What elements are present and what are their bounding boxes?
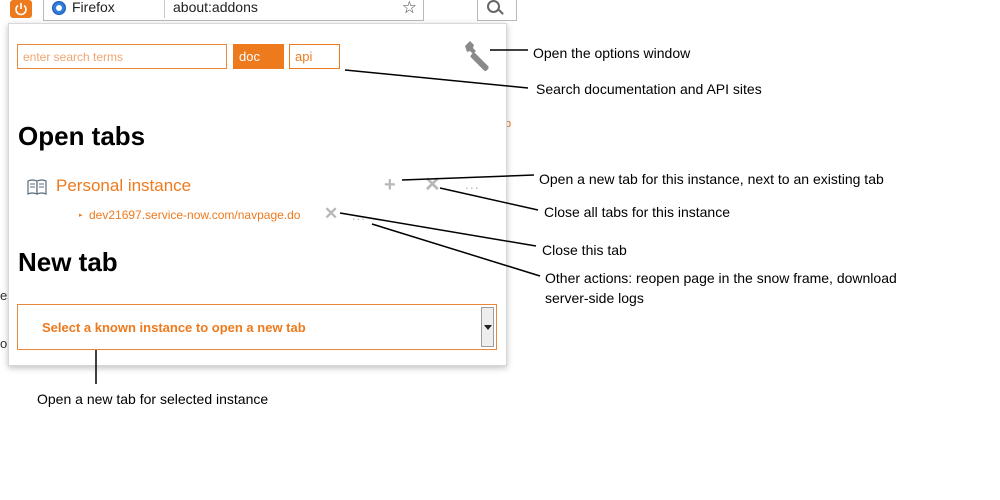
annotation-other-actions-line1: Other actions: reopen page in the snow f… [545, 270, 897, 286]
open-tabs-heading: Open tabs [18, 121, 146, 151]
book-icon [27, 179, 47, 195]
background-fragment: b [505, 118, 512, 130]
annotation-search: Search documentation and API sites [536, 81, 762, 97]
annotation-other-actions: Other actions: reopen page in the snow f… [545, 268, 897, 308]
url-bar[interactable]: Firefox about:addons ☆ [43, 0, 424, 21]
close-all-tabs-icon[interactable]: ✕ [424, 174, 441, 196]
chevron-down-icon[interactable] [481, 307, 494, 347]
url-text[interactable]: about:addons [173, 0, 258, 15]
annotation-options: Open the options window [533, 45, 691, 61]
wrench-icon[interactable] [461, 39, 495, 73]
annotation-close-all: Close all tabs for this instance [544, 204, 730, 220]
annotation-close-tab: Close this tab [542, 242, 627, 258]
annotation-open-selected: Open a new tab for selected instance [37, 391, 269, 407]
background-fragment: o [0, 336, 8, 351]
annotation-new-tab-instance: Open a new tab for this instance, next t… [539, 171, 884, 187]
browser-toolbar: Firefox about:addons ☆ [0, 0, 517, 22]
annotation-other-actions-line2: server-side logs [545, 290, 644, 306]
plus-icon[interactable]: + [384, 174, 396, 196]
new-tab-heading: New tab [18, 247, 118, 277]
instance-select-label: Select a known instance to open a new ta… [42, 320, 306, 335]
url-separator [164, 0, 165, 18]
instance-select[interactable]: Select a known instance to open a new ta… [17, 304, 497, 350]
bookmark-star-icon[interactable]: ☆ [401, 0, 417, 17]
search-icon [487, 0, 500, 13]
browser-search-box[interactable] [477, 0, 517, 21]
extension-toolbar-button[interactable] [10, 0, 32, 18]
close-tab-icon[interactable]: ✕ [324, 204, 339, 223]
tab-link[interactable]: dev21697.service-now.com/navpage.do [89, 208, 301, 222]
search-input[interactable] [17, 44, 227, 69]
api-search-button[interactable]: api [289, 44, 340, 69]
url-identity-label: Firefox [72, 0, 115, 15]
doc-search-button[interactable]: doc [233, 44, 284, 69]
firefox-icon [52, 1, 66, 15]
tab-more-icon[interactable]: ... [352, 208, 366, 223]
tab-bullet-icon: ▸ [79, 212, 83, 219]
power-icon [15, 3, 27, 16]
instance-name[interactable]: Personal instance [56, 176, 192, 195]
extension-popup: doc api Open tabs Personal instance + ✕ … [8, 23, 507, 366]
instance-more-icon[interactable]: ... [465, 176, 480, 192]
